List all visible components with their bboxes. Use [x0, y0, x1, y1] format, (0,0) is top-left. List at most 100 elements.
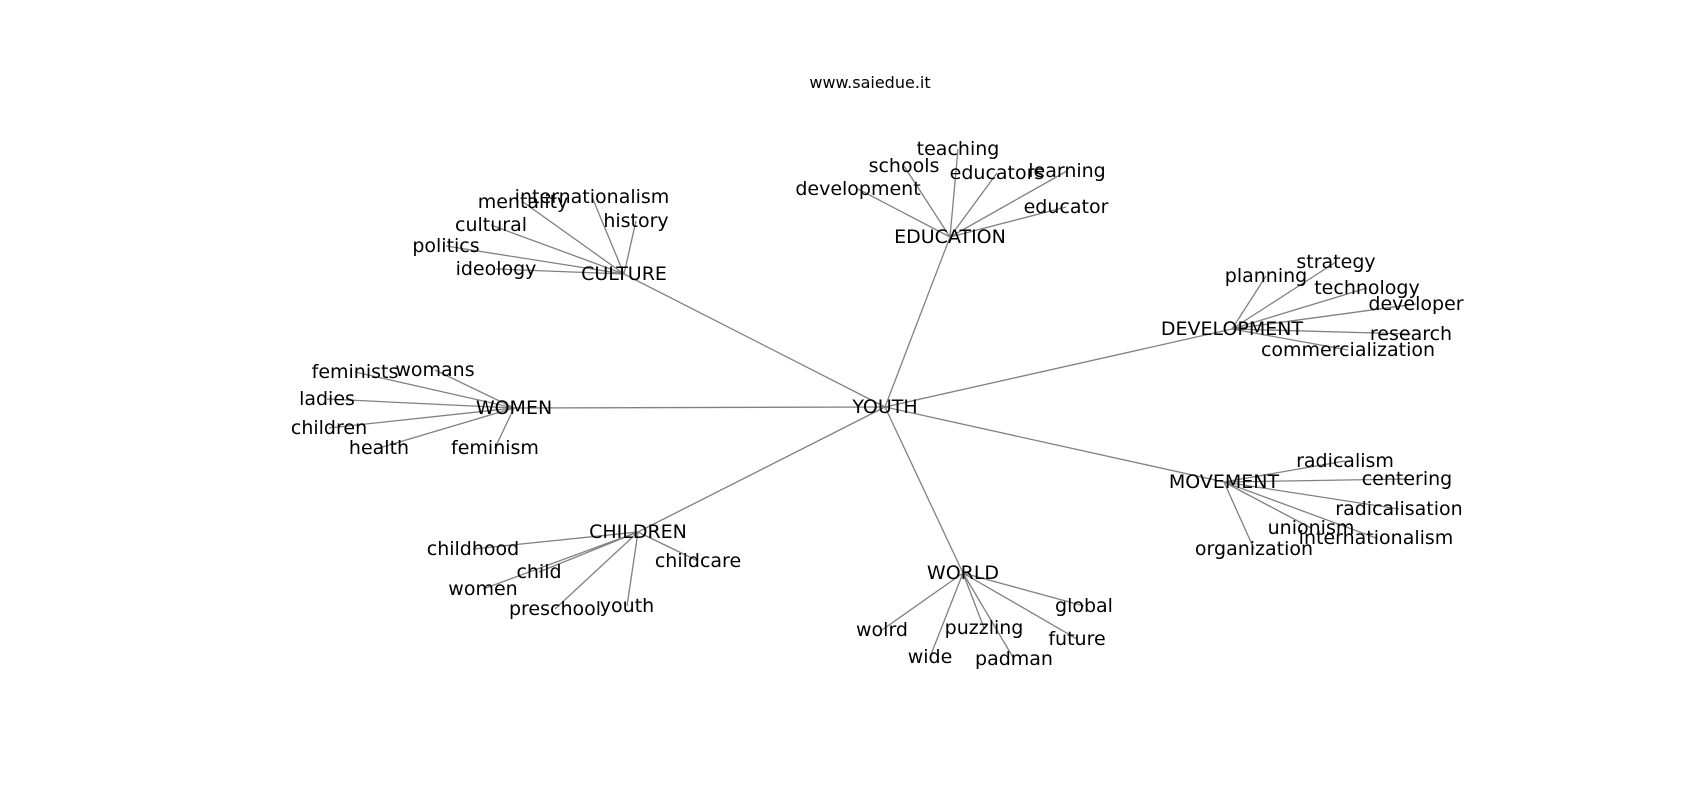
- leaf-node-label: schools: [869, 155, 940, 177]
- leaf-node-label: educators: [950, 162, 1045, 184]
- edge-world-to-padman: [962, 572, 1015, 660]
- edge-culture-to-internationalism: [591, 196, 625, 275]
- edge-root-to-world: [884, 406, 964, 574]
- leaf-node-label: strategy: [1296, 251, 1375, 273]
- leaf-node-label: radicalism: [1296, 450, 1394, 472]
- edge-movement-to-organization: [1223, 481, 1255, 550]
- leaf-node-label: internationalism: [515, 186, 670, 208]
- edge-culture-to-mentality: [522, 201, 625, 275]
- edge-development-to-research: [1231, 328, 1412, 335]
- edge-movement-to-radicalism: [1223, 460, 1346, 483]
- edge-education-to-educator: [949, 206, 1067, 238]
- leaf-node-label: childhood: [427, 538, 519, 560]
- edge-layer: [326, 148, 1417, 660]
- edge-women-to-feminists: [354, 371, 515, 409]
- edge-children-to-preschool: [554, 531, 639, 610]
- edge-world-to-wolrd: [881, 572, 964, 631]
- branch-node-label: EDUCATION: [894, 226, 1006, 248]
- edge-children-to-childcare: [637, 531, 699, 562]
- leaf-node-label: planning: [1225, 265, 1307, 287]
- leaf-node-label: womans: [395, 359, 474, 381]
- leaf-node-label: wide: [908, 646, 953, 668]
- leaf-node-label: technology: [1314, 277, 1420, 299]
- leaf-node-label: educator: [1024, 196, 1109, 218]
- leaf-node-label: development: [795, 178, 920, 200]
- leaf-node-label: research: [1370, 323, 1452, 345]
- edge-root-to-movement: [884, 406, 1225, 483]
- leaf-node-label: history: [603, 210, 668, 232]
- edge-development-to-technology: [1231, 287, 1368, 330]
- site-credit: www.saiedue.it: [809, 73, 930, 92]
- edge-culture-to-politics: [445, 245, 625, 275]
- leaf-node-label: politics: [412, 235, 479, 257]
- edge-root-to-development: [884, 328, 1233, 408]
- branch-node-label: MOVEMENT: [1169, 471, 1280, 493]
- leaf-node-label: padman: [975, 648, 1053, 670]
- leaf-node-label: childcare: [655, 550, 741, 572]
- edge-root-to-children: [637, 406, 886, 533]
- edge-movement-to-radicalisation: [1223, 481, 1400, 510]
- edge-development-to-planning: [1231, 275, 1267, 330]
- leaf-node-label: women: [448, 578, 517, 600]
- edge-children-to-childhood: [472, 531, 639, 550]
- edge-education-to-development: [857, 188, 951, 238]
- edge-movement-to-internationalism: [1223, 481, 1377, 539]
- branch-node-label: CULTURE: [581, 263, 667, 285]
- edge-root-to-education: [884, 236, 951, 408]
- edge-world-to-wide: [929, 572, 964, 658]
- leaf-node-label: feminists: [312, 361, 399, 383]
- edge-women-to-health: [378, 407, 515, 449]
- leaf-node-label: future: [1048, 628, 1105, 650]
- leaf-node-label: internationalism: [1299, 527, 1454, 549]
- leaf-node-label: radicalisation: [1335, 498, 1462, 520]
- leaf-node-label: commercialization: [1261, 339, 1435, 361]
- leaf-node-label: mentality: [478, 191, 569, 213]
- edge-women-to-children: [328, 407, 515, 429]
- edge-world-to-puzzling: [962, 572, 985, 629]
- leaf-node-label: puzzling: [945, 617, 1024, 639]
- leaf-node-label: unionism: [1268, 517, 1355, 539]
- branch-node-label: WOMEN: [476, 397, 552, 419]
- edge-movement-to-centering: [1223, 478, 1408, 483]
- edge-education-to-teaching: [949, 148, 959, 238]
- root-node-label: YOUTH: [851, 396, 917, 418]
- leaf-node-label: organization: [1195, 538, 1313, 560]
- edge-culture-to-cultural: [490, 224, 625, 275]
- edge-education-to-educators: [949, 172, 998, 238]
- edge-root-to-culture: [623, 273, 886, 408]
- edge-children-to-youth: [626, 531, 639, 607]
- leaf-node-label: health: [349, 437, 409, 459]
- branch-node-label: CHILDREN: [589, 521, 687, 543]
- edge-education-to-learning: [949, 170, 1068, 238]
- leaf-node-label: learning: [1028, 160, 1106, 182]
- edge-women-to-womans: [434, 369, 515, 409]
- edge-movement-to-unionism: [1223, 481, 1312, 529]
- edge-culture-to-history: [623, 220, 637, 275]
- leaf-node-label: developer: [1368, 293, 1463, 315]
- leaf-node-label: ideology: [456, 258, 537, 280]
- edge-development-to-strategy: [1231, 261, 1337, 330]
- edge-world-to-future: [962, 572, 1078, 640]
- edge-education-to-schools: [903, 165, 951, 238]
- leaf-node-label: youth: [600, 595, 654, 617]
- leaf-node-label: child: [516, 561, 561, 583]
- leaf-node-label: children: [291, 417, 367, 439]
- edge-root-to-women: [513, 406, 886, 409]
- leaf-node-label: centering: [1362, 468, 1453, 490]
- leaf-node-label: preschool: [509, 598, 601, 620]
- edge-development-to-commercialization: [1231, 328, 1349, 351]
- edge-development-to-developer: [1231, 303, 1417, 330]
- edge-women-to-feminism: [494, 407, 515, 449]
- edge-world-to-global: [962, 572, 1085, 607]
- edge-women-to-ladies: [326, 398, 515, 409]
- leaf-node-label: ladies: [299, 388, 355, 410]
- branch-node-label: WORLD: [927, 562, 999, 584]
- branch-node-label: DEVELOPMENT: [1161, 318, 1304, 340]
- leaf-node-label: wolrd: [856, 619, 908, 641]
- leaf-node-label: feminism: [451, 437, 539, 459]
- leaf-node-label: cultural: [455, 214, 527, 236]
- leaf-node-label: global: [1055, 595, 1113, 617]
- leaf-node-label: teaching: [917, 138, 1000, 160]
